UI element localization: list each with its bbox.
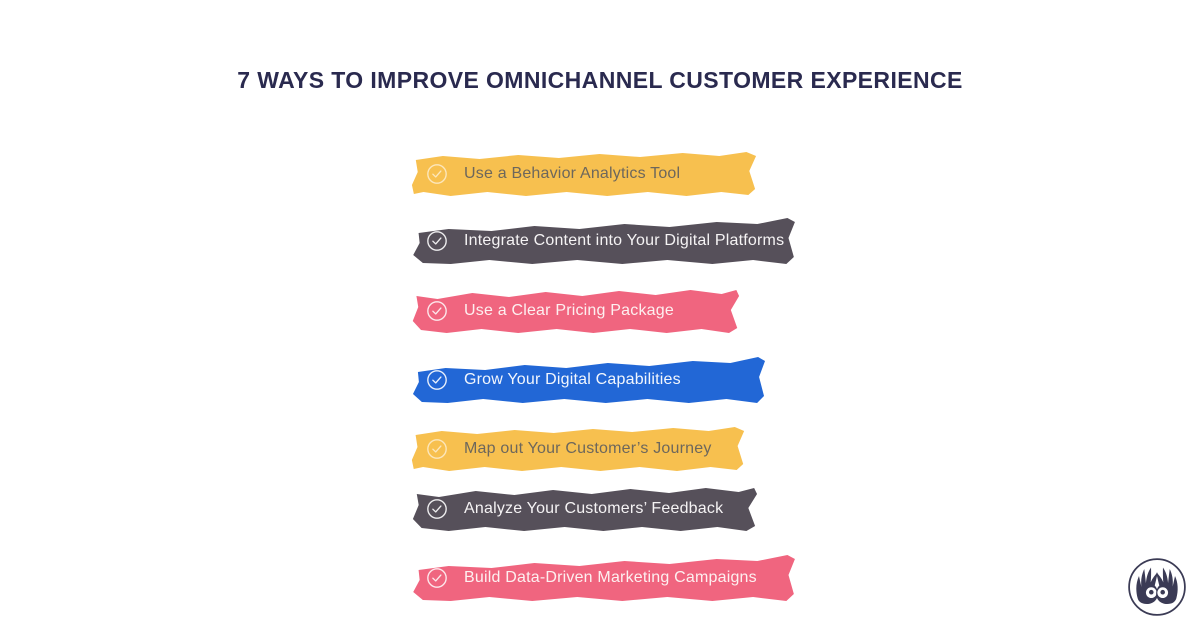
brush-stroke-shape [411,152,757,196]
brush-stroke-shape [412,357,766,403]
banner-label: Analyze Your Customers’ Feedback [464,500,724,517]
banner-label: Build Data-Driven Marketing Campaigns [464,569,757,586]
banner-label: Map out Your Customer’s Journey [464,440,712,457]
page-title: 7 WAYS TO IMPROVE OMNICHANNEL CUSTOMER E… [237,67,963,93]
banner-label: Integrate Content into Your Digital Plat… [464,232,785,249]
banner-item-1: Use a Behavior Analytics Tool [410,147,758,201]
check-circle-icon [426,498,448,520]
check-circle-icon [426,230,448,252]
hands-over-eyes-logo [1126,556,1188,618]
banner-item-7: Build Data-Driven Marketing Campaigns [410,551,796,605]
banner-item-2: Integrate Content into Your Digital Plat… [410,214,796,268]
banner-item-4: Grow Your Digital Capabilities [410,353,766,407]
check-circle-icon [426,300,448,322]
brush-stroke-shape [412,488,758,531]
brush-stroke-shape [411,427,745,471]
brush-stroke-shape [413,218,795,264]
check-circle-icon [426,438,448,460]
brush-stroke-shape [413,555,795,601]
logo-right-hand-eye [1156,567,1178,604]
logo-left-hand-eye [1136,567,1158,604]
banner-label: Use a Behavior Analytics Tool [464,165,681,182]
banner-item-6: Analyze Your Customers’ Feedback [410,482,758,536]
check-circle-icon [426,567,448,589]
banner-label: Grow Your Digital Capabilities [464,371,681,388]
banner-label: Use a Clear Pricing Package [464,302,674,319]
banner-item-5: Map out Your Customer’s Journey [410,422,746,476]
check-circle-icon [426,163,448,185]
brush-stroke-shape [412,290,740,333]
banner-item-3: Use a Clear Pricing Package [410,284,740,338]
check-circle-icon [426,369,448,391]
